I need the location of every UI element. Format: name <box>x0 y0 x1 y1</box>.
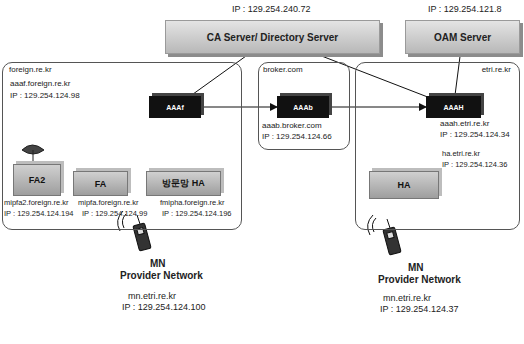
node-label: AAAH <box>443 104 463 111</box>
host-label: mn.etri.re.kr <box>383 294 431 304</box>
host-label: aaah.etri.re.kr <box>440 120 489 129</box>
foreign-agent: FA2 <box>13 164 61 196</box>
host-label: aaab.broker.com <box>262 122 322 131</box>
host-label: Provider Network <box>378 274 461 285</box>
host-label: IP : 129.254.240.72 <box>232 5 310 15</box>
foreign-agent: FA <box>73 171 128 196</box>
server-box: CA Server/ Directory Server <box>165 20 380 54</box>
link-line <box>190 54 249 96</box>
host-label: IP : 129.254.124.36 <box>442 161 507 169</box>
home-agent: 방문망 HA <box>146 171 221 196</box>
region-name: broker.com <box>263 65 303 74</box>
node-label: FA <box>95 179 107 189</box>
host-label: MN <box>150 258 166 269</box>
link-line <box>455 54 460 96</box>
host-label: IP : 129.254.124.196 <box>162 210 232 218</box>
host-label: IP : 129.254.124.100 <box>122 303 205 313</box>
node-label: FA2 <box>29 175 46 185</box>
node-label: 방문망 HA <box>162 177 205 190</box>
host-label: ha.etri.re.kr <box>442 150 480 158</box>
host-label: Provider Network <box>120 270 203 281</box>
host-label: IP : 129.254.124.37 <box>380 305 458 315</box>
link-line <box>329 107 426 108</box>
home-agent: HA <box>369 171 439 199</box>
region-name: etri.re.kr <box>482 65 511 74</box>
mobile-phone <box>368 215 402 255</box>
host-label: mn.etri.re.kr <box>128 292 176 302</box>
link-line <box>316 54 426 96</box>
host-label: MN <box>408 262 424 273</box>
aaa-router: AAAH <box>426 96 481 118</box>
host-label: IP : 129.254.124.34 <box>440 131 510 140</box>
node-label: OAM Server <box>434 32 491 43</box>
node-label: HA <box>398 180 411 190</box>
domain-region: etri.re.krAAAH HA <box>355 62 520 230</box>
host-label: IP : 129.254.124.66 <box>262 133 332 142</box>
node-label: CA Server/ Directory Server <box>207 32 338 43</box>
aaa-router: AAAf <box>149 96 201 118</box>
link-line <box>201 107 277 108</box>
aaa-router: AAAb <box>277 96 329 118</box>
host-label: IP : 129.254.124.194 <box>4 210 74 218</box>
host-label: IP : 129.254.124.99 <box>82 210 147 218</box>
server-box: OAM Server <box>405 20 520 54</box>
host-label: mipfa.foreign.re.kr <box>78 199 138 207</box>
host-label: IP : 129.254.124.98 <box>10 92 80 101</box>
node-label: AAAf <box>166 104 184 111</box>
host-label: aaaf.foreign.re.kr <box>10 80 70 89</box>
dish-icon <box>22 145 44 163</box>
host-label: mipfa2.foreign.re.kr <box>4 199 69 207</box>
node-label: AAAb <box>293 104 312 111</box>
host-label: fmipha.foreign.re.kr <box>160 199 225 207</box>
host-label: IP : 129.254.121.8 <box>428 5 501 15</box>
region-name: foreign.re.kr <box>9 65 52 74</box>
